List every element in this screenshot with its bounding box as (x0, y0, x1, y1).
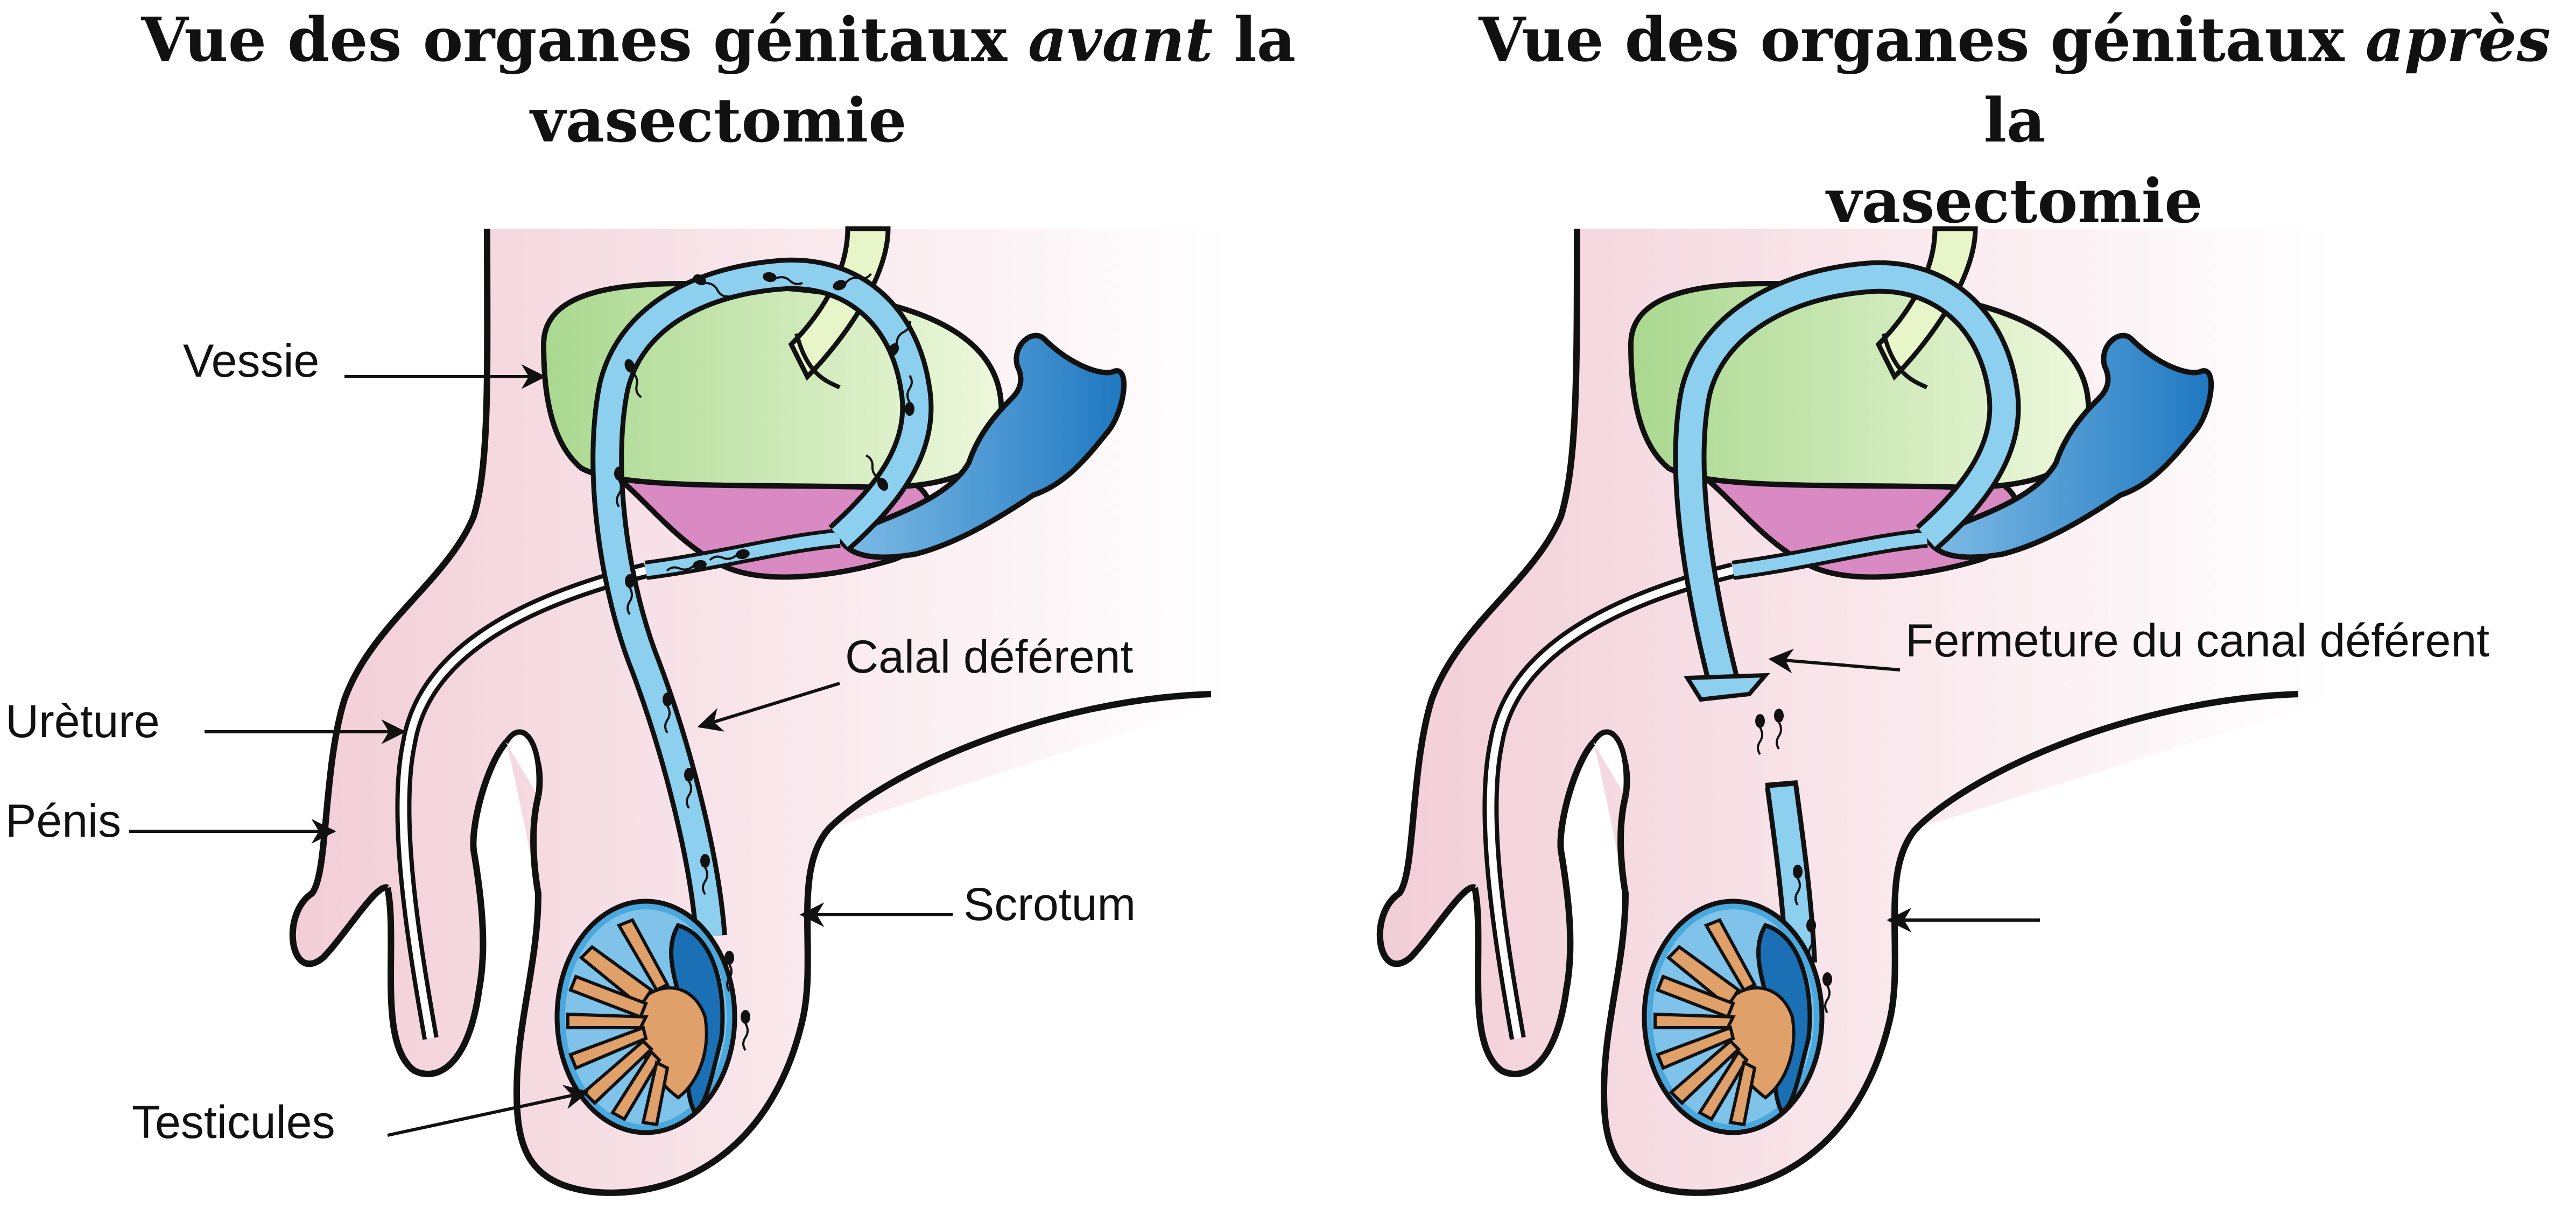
arrow-testicules (387, 1085, 589, 1137)
title-before: Vue des organes génitaux avant la vasect… (141, 5, 1296, 156)
testis (557, 901, 735, 1133)
label-scrotum: Scrotum (963, 879, 1136, 930)
title-after: Vue des organes génitaux après la vasect… (1479, 5, 2551, 237)
arrow-fermeture (1768, 648, 1901, 674)
label-testicules: Testicules (132, 1097, 335, 1148)
seminal-vesicle (1923, 333, 2214, 560)
vas-cut-end-upper (1683, 673, 1770, 702)
label-penis: Pénis (5, 795, 121, 847)
label-creture: Urèture (5, 696, 160, 747)
testis (1644, 901, 1822, 1133)
arrow-canal (697, 682, 840, 732)
scrotum-outline (1600, 691, 2299, 1196)
seminal-vesicle (836, 333, 1127, 560)
label-canal: Calal déférent (845, 631, 1134, 683)
inner-groove (503, 729, 542, 797)
scrotum-outline (513, 691, 1212, 1196)
diagram-after: Fermeture du canal déférent (1376, 226, 2489, 1196)
body-outline (1376, 228, 1580, 967)
label-vessie: Vessie (183, 335, 319, 387)
label-fermeture: Fermeture du canal déférent (1905, 615, 2489, 667)
diagram-before: Vessie Urèture Pénis Calal déférent Scro… (5, 226, 1227, 1196)
